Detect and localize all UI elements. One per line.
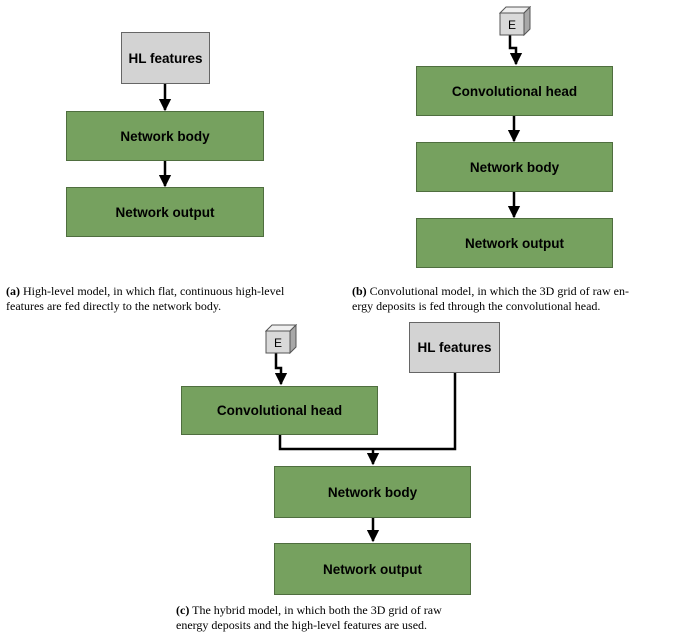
caption-c-line1: The hybrid model, in which both the 3D g…: [192, 603, 442, 617]
hl-features-box-a: HL features: [121, 32, 210, 84]
network-output-label-c: Network output: [323, 561, 422, 577]
caption-c: (c) The hybrid model, in which both the …: [176, 603, 516, 633]
network-body-label-c: Network body: [327, 484, 418, 500]
cube-icon-b: E: [498, 5, 532, 37]
caption-a-line2: features are fed directly to the network…: [6, 299, 222, 313]
network-output-box-b: Network output: [416, 218, 613, 268]
cube-label-c: E: [274, 336, 282, 350]
wire-cube-to-conv-b: [508, 33, 523, 66]
conv-head-label-b: Convolutional head: [451, 83, 578, 99]
caption-a: (a) High-level model, in which flat, con…: [6, 284, 336, 314]
conv-head-box-b: Convolutional head: [416, 66, 613, 116]
network-body-box-c: Network body: [274, 466, 471, 518]
wire-hl-to-merge-c: [373, 373, 457, 451]
wire-cube-to-conv-c: [274, 352, 288, 386]
network-output-label-b: Network output: [465, 235, 564, 251]
network-body-label-b: Network body: [469, 159, 560, 175]
cube-label-b: E: [508, 18, 516, 32]
caption-b: (b) Convolutional model, in which the 3D…: [352, 284, 682, 314]
energy-cube-c: E: [264, 323, 298, 355]
caption-a-line1: High-level model, in which flat, continu…: [23, 284, 285, 298]
caption-b-line2: ergy deposits is fed through the convolu…: [352, 299, 601, 313]
network-output-label-a: Network output: [115, 204, 215, 220]
cube-icon-c: E: [264, 323, 298, 355]
caption-c-line2: energy deposits and the high-level featu…: [176, 618, 428, 632]
caption-c-label: (c): [176, 603, 190, 617]
network-output-box-a: Network output: [66, 187, 264, 237]
hl-features-label-c: HL features: [417, 340, 492, 355]
hl-features-label-a: HL features: [128, 50, 203, 66]
network-body-box-a: Network body: [66, 111, 264, 161]
conv-head-box-c: Convolutional head: [181, 386, 378, 435]
caption-b-line1: Convolutional model, in which the 3D gri…: [369, 284, 629, 298]
energy-cube-b: E: [498, 5, 532, 37]
caption-b-label: (b): [352, 284, 367, 298]
conv-head-label-c: Convolutional head: [216, 403, 343, 418]
network-output-box-c: Network output: [274, 543, 471, 595]
network-body-label-a: Network body: [120, 128, 210, 144]
wire-conv-to-merge-c: [278, 435, 373, 451]
network-body-box-b: Network body: [416, 142, 613, 192]
caption-a-label: (a): [6, 284, 20, 298]
hl-features-box-c: HL features: [409, 322, 500, 373]
